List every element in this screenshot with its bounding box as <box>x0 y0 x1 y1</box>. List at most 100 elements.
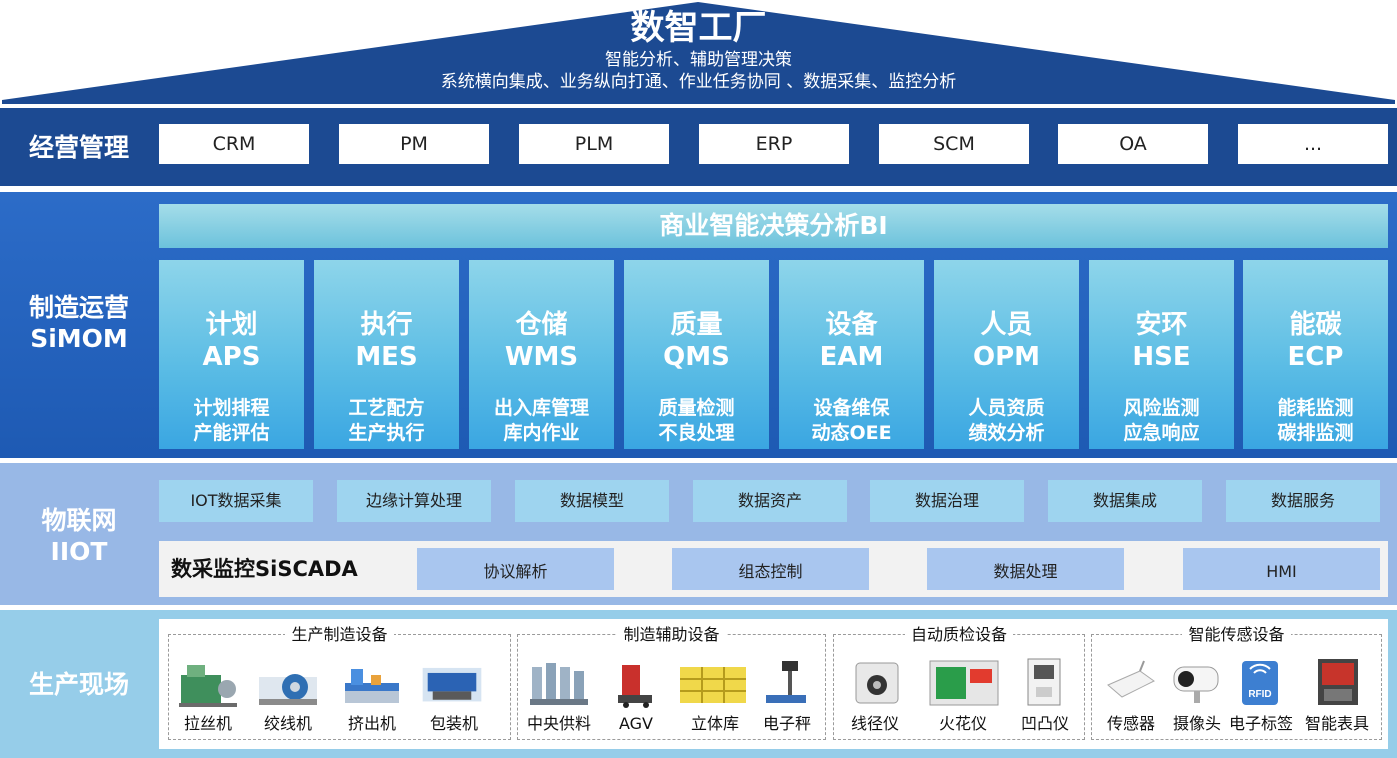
module-opm: 人员 OPM 人员资质 绩效分析 <box>934 260 1079 449</box>
manufacturing-operations-layer: 制造运营 SiMOM 商业智能决策分析BI 计划 APS 计划排程 产能评估 执… <box>0 192 1397 458</box>
device-group-sensors: 智能传感设备 传感器 摄像头 RFID 电子标签 智能表具 <box>1091 625 1382 740</box>
iiot-layer-label: 物联网 IIOT <box>0 505 158 567</box>
biz-item-scm: SCM <box>879 124 1029 164</box>
device-label: 绞线机 <box>263 714 312 733</box>
module-name: 安环 <box>1135 310 1188 340</box>
biz-item-plm: PLM <box>519 124 669 164</box>
iiot-label-line2: IIOT <box>50 537 108 566</box>
module-desc-2: 不良处理 <box>658 422 735 444</box>
module-eam: 设备 EAM 设备维保 动态OEE <box>779 260 924 449</box>
biz-item-more: ... <box>1238 124 1388 164</box>
module-wms: 仓储 WMS 出入库管理 库内作业 <box>469 260 614 449</box>
electronic-scale-icon <box>766 661 806 703</box>
camera-icon <box>1173 666 1219 703</box>
device-label: 中央供料 <box>526 714 591 733</box>
sensor-icon <box>1107 660 1155 698</box>
device-label: 包装机 <box>429 714 478 733</box>
module-qms: 质量 QMS 质量检测 不良处理 <box>624 260 769 449</box>
group-title: 制造辅助设备 <box>617 625 726 644</box>
smart-meter-icon <box>1318 659 1358 705</box>
wire-drawing-machine-icon <box>179 665 237 707</box>
module-desc-1: 计划排程 <box>193 397 270 419</box>
module-desc-2: 库内作业 <box>503 422 580 444</box>
module-code: EAM <box>819 342 884 372</box>
device-label: AGV <box>618 714 653 733</box>
roof-header <box>2 2 1395 104</box>
manufacturing-label-line1: 制造运营 <box>28 293 129 322</box>
iot-item: 数据资产 <box>693 480 847 522</box>
scada-item: HMI <box>1183 548 1380 590</box>
device-label: 拉丝机 <box>183 714 232 733</box>
module-desc-1: 人员资质 <box>968 397 1045 419</box>
module-desc-1: 出入库管理 <box>493 397 589 419</box>
business-management-layer: 经营管理 CRM PM PLM ERP SCM OA ... <box>0 108 1397 186</box>
biz-item-oa: OA <box>1058 124 1208 164</box>
module-code: QMS <box>663 342 730 372</box>
module-ecp: 能碳 ECP 能耗监测 碳排监测 <box>1243 260 1388 449</box>
module-desc-2: 碳排监测 <box>1277 422 1354 444</box>
module-hse: 安环 HSE 风险监测 应急响应 <box>1089 260 1234 449</box>
iot-item: 数据集成 <box>1048 480 1202 522</box>
module-code: HSE <box>1132 342 1191 372</box>
stranding-machine-icon <box>259 674 317 705</box>
device-label: 电子标签 <box>1228 714 1293 733</box>
bump-detector-icon <box>1027 658 1061 706</box>
iot-item: 数据模型 <box>515 480 669 522</box>
manufacturing-label-line2: SiMOM <box>30 324 128 353</box>
agv-icon <box>618 665 652 708</box>
module-mes: 执行 MES 工艺配方 生产执行 <box>314 260 459 449</box>
scada-title: 数采监控SiSCADA <box>171 557 358 581</box>
diameter-gauge-icon <box>855 662 899 704</box>
manufacturing-layer-label: 制造运营 SiMOM <box>0 292 158 354</box>
scada-item: 数据处理 <box>927 548 1124 590</box>
iot-item: IOT数据采集 <box>159 480 313 522</box>
spark-tester-icon <box>929 660 999 706</box>
device-label: 凹凸仪 <box>1020 714 1069 733</box>
device-label: 挤出机 <box>347 714 396 733</box>
module-desc-2: 动态OEE <box>811 422 892 444</box>
module-name: 执行 <box>360 310 413 340</box>
module-name: 质量 <box>670 310 723 340</box>
device-label: 传感器 <box>1106 714 1155 733</box>
iot-item: 数据治理 <box>870 480 1024 522</box>
device-group-quality: 自动质检设备 线径仪 火花仪 凹凸仪 <box>833 625 1085 740</box>
central-feeding-icon <box>530 663 588 705</box>
module-code: OPM <box>972 342 1041 372</box>
scada-item: 组态控制 <box>672 548 869 590</box>
module-desc-2: 绩效分析 <box>968 422 1045 444</box>
device-label: 线径仪 <box>850 714 899 733</box>
module-desc-1: 能耗监测 <box>1277 397 1354 419</box>
module-code: APS <box>202 342 261 372</box>
production-site-layer: 生产现场 生产制造设备 拉丝机 绞线机 挤出机 包装机 <box>0 610 1397 758</box>
module-desc-1: 质量检测 <box>658 397 735 419</box>
module-name: 能碳 <box>1289 310 1342 340</box>
roof-title: 数智工厂 <box>630 8 767 48</box>
module-desc-2: 生产执行 <box>348 422 425 444</box>
device-label: 摄像头 <box>1172 714 1221 733</box>
iot-item: 数据服务 <box>1226 480 1380 522</box>
group-title: 智能传感设备 <box>1182 625 1291 644</box>
scada-item: 协议解析 <box>417 548 614 590</box>
roof-subtitle-1: 智能分析、辅助管理决策 <box>605 50 792 70</box>
iiot-layer: 物联网 IIOT IOT数据采集 边缘计算处理 数据模型 数据资产 数据治理 数… <box>0 463 1397 605</box>
iot-item: 边缘计算处理 <box>337 480 491 522</box>
device-label: 立体库 <box>690 714 739 733</box>
module-name: 计划 <box>205 310 258 340</box>
device-label: 火花仪 <box>938 714 987 733</box>
module-desc-1: 风险监测 <box>1123 397 1200 419</box>
site-panel: 生产制造设备 拉丝机 绞线机 挤出机 包装机 制造辅 <box>159 619 1388 749</box>
device-group-auxiliary: 制造辅助设备 中央供料 AGV 立体库 <box>517 625 826 740</box>
roof-subtitle-2: 系统横向集成、业务纵向打通、作业任务协同 、数据采集、监控分析 <box>440 72 957 92</box>
warehouse-rack-icon <box>680 667 746 703</box>
module-code: ECP <box>1287 342 1344 372</box>
device-label: 智能表具 <box>1304 714 1369 733</box>
device-group-production: 生产制造设备 拉丝机 绞线机 挤出机 包装机 <box>168 625 511 740</box>
module-name: 人员 <box>980 310 1033 340</box>
group-title: 生产制造设备 <box>285 625 394 644</box>
module-name: 仓储 <box>515 310 568 340</box>
scada-panel: 数采监控SiSCADA 协议解析 组态控制 数据处理 HMI <box>159 541 1388 597</box>
module-code: WMS <box>504 342 579 372</box>
biz-item-crm: CRM <box>159 124 309 164</box>
site-layer-label: 生产现场 <box>28 670 129 699</box>
iiot-label-line1: 物联网 <box>41 506 117 535</box>
